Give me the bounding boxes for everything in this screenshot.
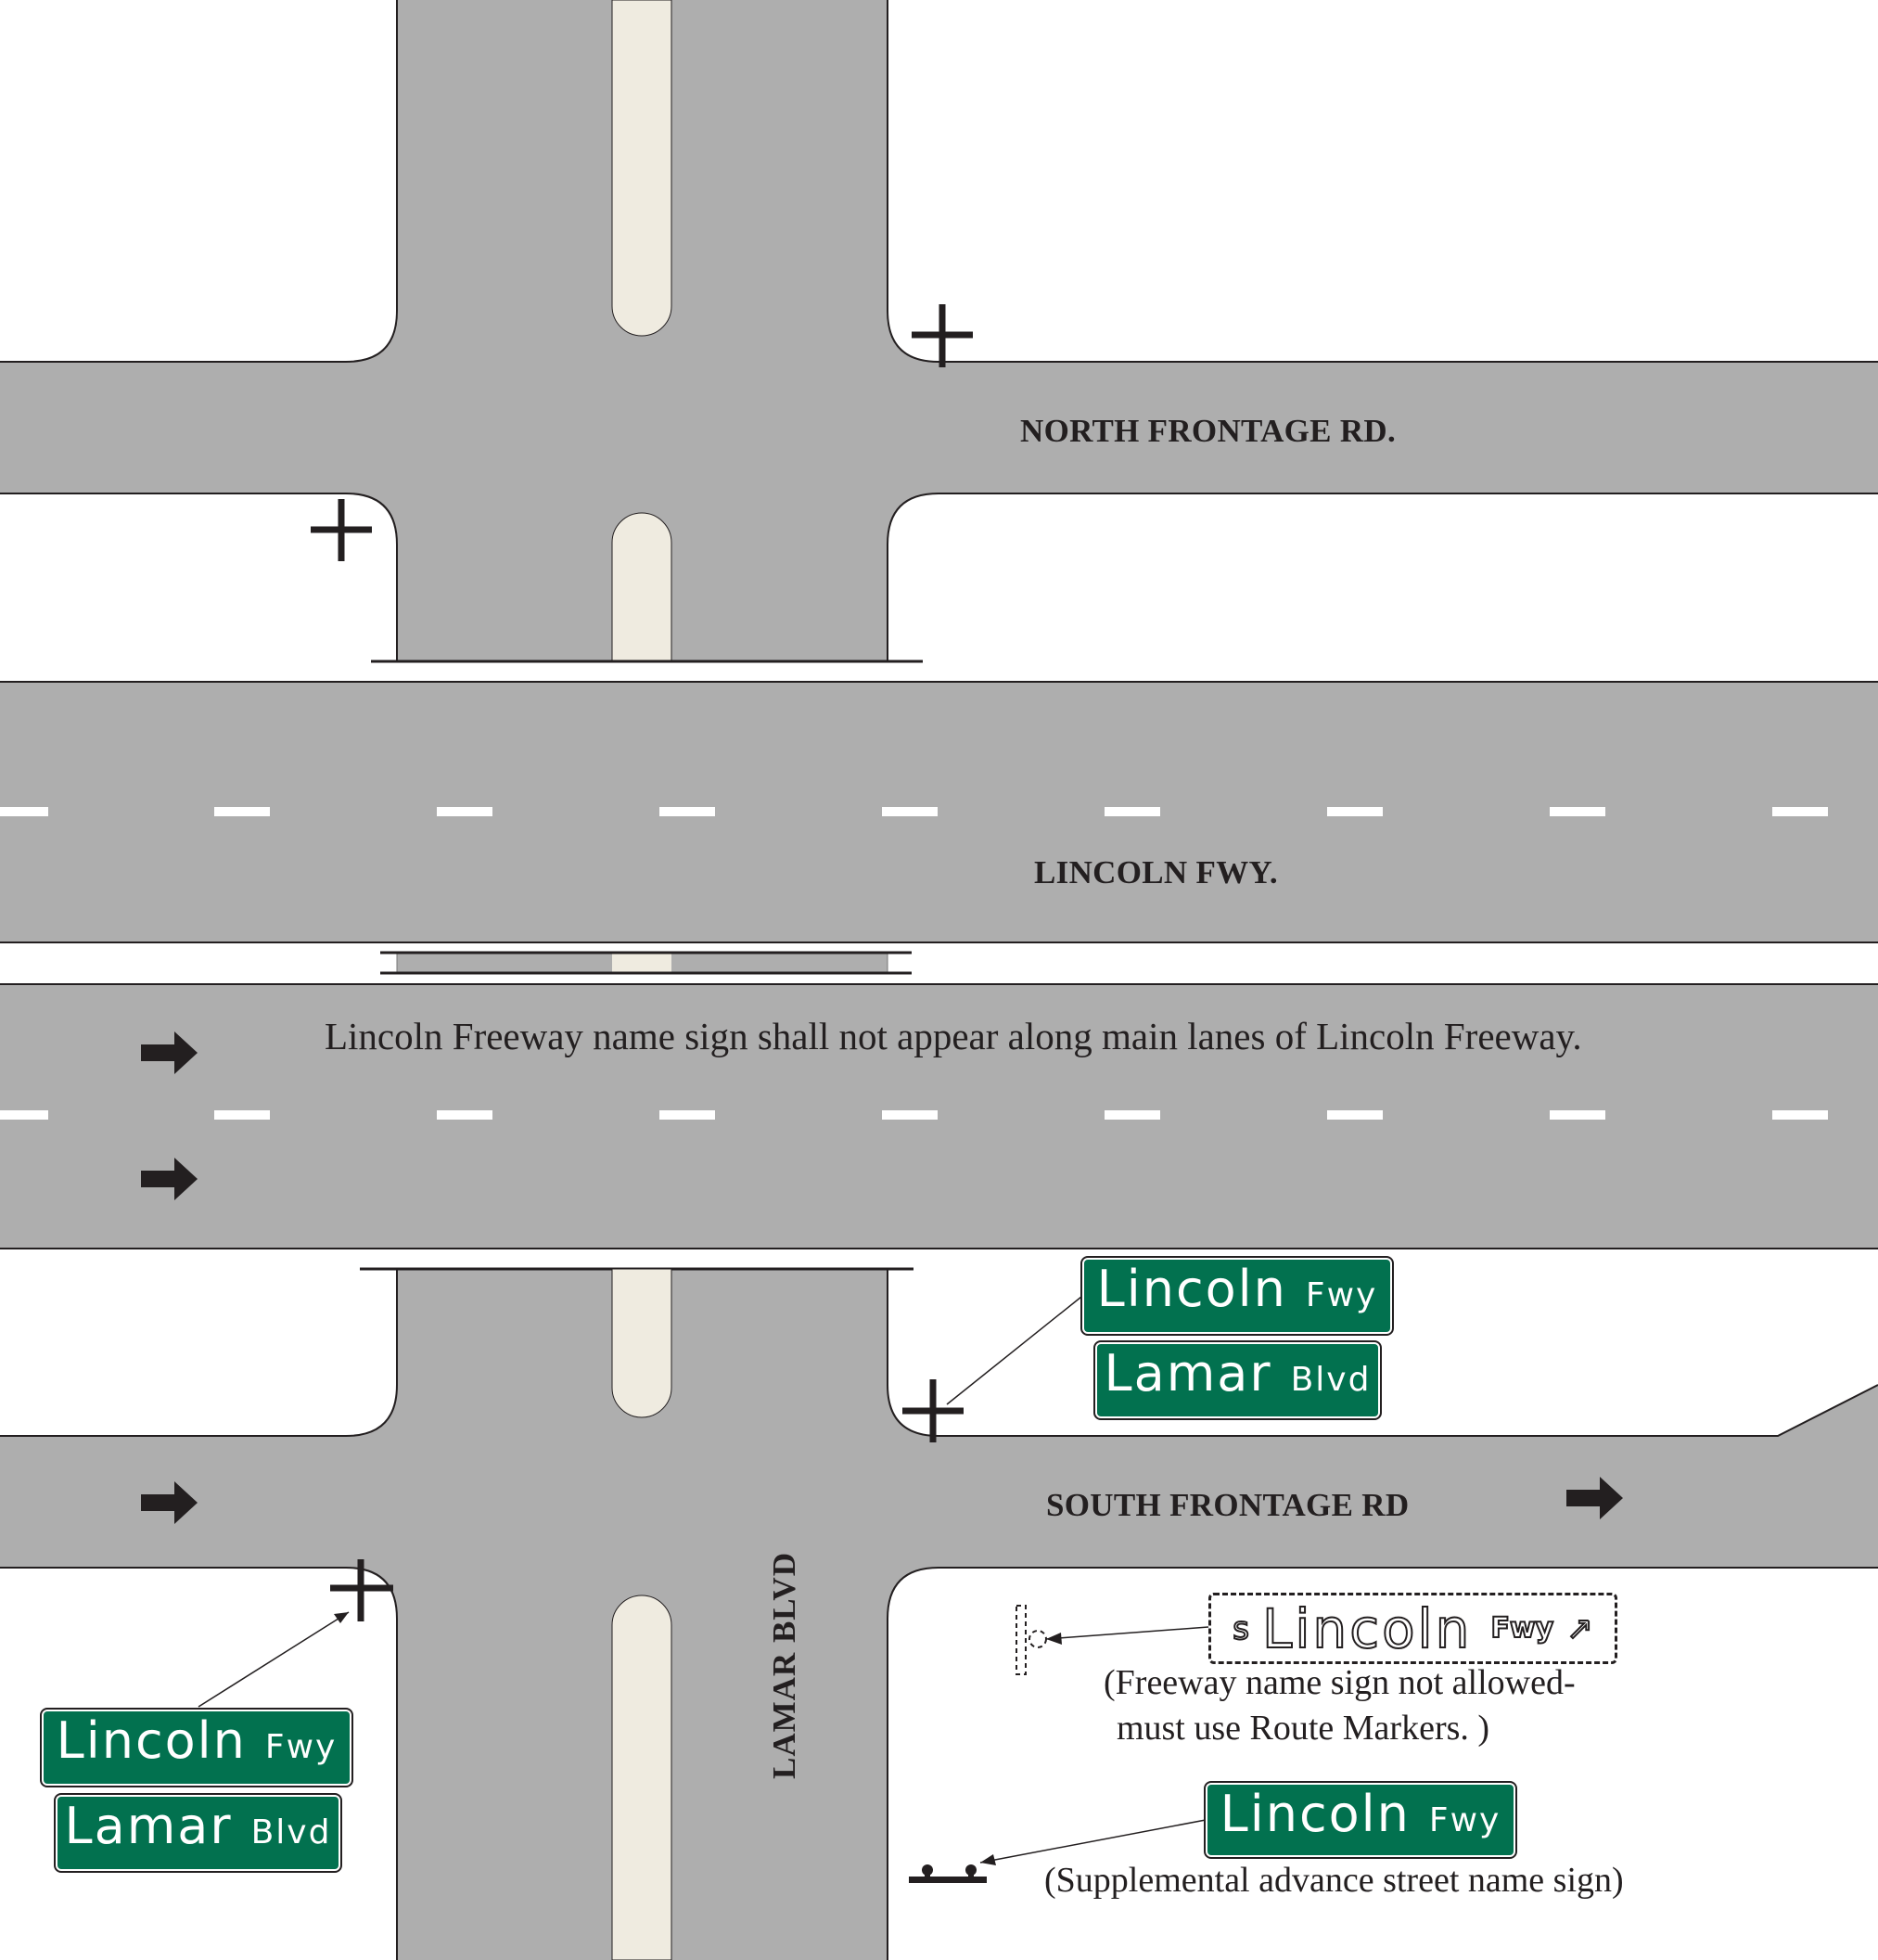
disallowed-sign-post-icon [1016, 1605, 1047, 1675]
arrow-right-icon [141, 1158, 198, 1200]
sign-main-text: Lincoln [1261, 1596, 1473, 1661]
supplemental-street-name-sign: Lincoln Fwy [1204, 1781, 1517, 1859]
street-name-sign-lamar-blvd: Lamar Blvd [1093, 1340, 1382, 1420]
street-name-sign-lincoln-fwy: Lincoln Fwy [1080, 1256, 1394, 1336]
lane-markings-upper [0, 807, 1828, 816]
sign-sub-text: Blvd [1290, 1361, 1372, 1399]
freeway-label: LINCOLN FWY. [1034, 854, 1278, 890]
sign-sub-text: Blvd [250, 1813, 332, 1851]
sign-sub-text: Fwy [1428, 1801, 1501, 1839]
south-frontage-road-label: SOUTH FRONTAGE RD [1046, 1487, 1410, 1523]
sign-sub-text: Fwy [264, 1728, 338, 1766]
arrow-right-icon [141, 1481, 198, 1524]
sign-sub-text: Fwy [1489, 1611, 1554, 1646]
supplemental-sign-post-icon [909, 1864, 987, 1883]
median-south-upper [611, 1268, 672, 1418]
mainlane-rule-note: Lincoln Freeway name sign shall not appe… [325, 1015, 1582, 1057]
south-intersection-pavement [0, 1269, 1878, 1960]
not-allowed-caption: (Freeway name sign not allowed- must use… [1104, 1660, 1576, 1751]
sign-main-text: Lamar [1104, 1344, 1272, 1403]
sign-main-text: Lincoln [1096, 1260, 1287, 1318]
sign-post-marker-icon [311, 499, 372, 561]
sign-post-marker-icon [912, 304, 973, 367]
sign-main-text: Lincoln [56, 1711, 247, 1770]
north-intersection-pavement [0, 0, 1878, 661]
diagonal-arrow-icon: ↗ [1565, 1609, 1593, 1648]
street-name-sign-lincoln-fwy: Lincoln Fwy [40, 1708, 353, 1787]
north-frontage-road-label: NORTH FRONTAGE RD. [1020, 413, 1397, 449]
sign-sub-text: Fwy [1305, 1276, 1378, 1314]
median-north-lower [611, 512, 672, 662]
median-south-lower [611, 1595, 672, 1960]
arrow-right-icon [1566, 1477, 1623, 1519]
median-north-upper [611, 0, 672, 337]
sign-post-marker-icon [330, 1559, 393, 1621]
sign-main-text: Lincoln [1220, 1785, 1411, 1843]
street-name-sign-lamar-blvd: Lamar Blvd [54, 1793, 342, 1873]
arrow-right-icon [141, 1031, 198, 1074]
sign-main-text: Lamar [64, 1797, 233, 1855]
sign-post-marker-icon [902, 1379, 964, 1442]
caption-line-2: must use Route Markers. ) [1116, 1709, 1490, 1748]
supplemental-caption: (Supplemental advance street name sign) [1044, 1861, 1624, 1900]
sign-prefix-glyph: s [1232, 1609, 1250, 1648]
caption-line-1: (Freeway name sign not allowed- [1104, 1663, 1576, 1702]
lane-markings-lower [0, 1110, 1828, 1120]
disallowed-freeway-name-sign: s Lincoln Fwy ↗ [1208, 1593, 1617, 1664]
cross-street-label: LAMAR BLVD [766, 1552, 802, 1779]
